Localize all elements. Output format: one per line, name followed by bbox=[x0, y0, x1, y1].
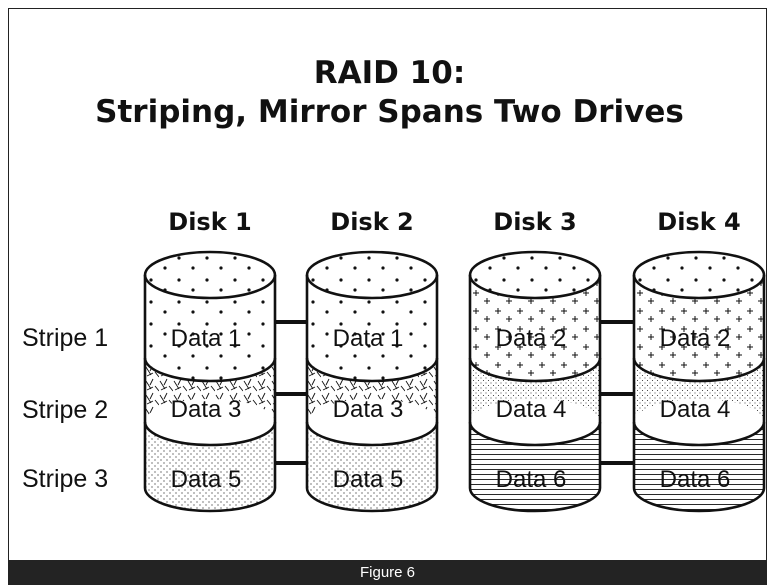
disk-1-segment-2: Data 3 bbox=[170, 396, 242, 423]
figure-caption: Figure 6 bbox=[8, 560, 767, 585]
title-line-1: RAID 10: bbox=[313, 55, 466, 91]
disk-3-segment-2: Data 4 bbox=[495, 396, 567, 423]
stripe-3-label: Stripe 3 bbox=[22, 465, 109, 493]
disk-2-segment-3: Data 5 bbox=[332, 466, 404, 493]
title-line-2: Striping, Mirror Spans Two Drives bbox=[95, 94, 684, 130]
mirror-connectors bbox=[275, 320, 634, 465]
disk-3-segment-3: Data 6 bbox=[495, 466, 567, 493]
stripe-1-label: Stripe 1 bbox=[22, 324, 109, 352]
disk-4-label: Disk 4 bbox=[657, 208, 741, 236]
disk-2-segment-1: Data 1 bbox=[332, 325, 404, 352]
disk-4-segment-2: Data 4 bbox=[659, 396, 731, 423]
disk-1-segment-1: Data 1 bbox=[170, 325, 242, 352]
disk-1-segment-3: Data 5 bbox=[170, 466, 242, 493]
disk-4-segment-1: Data 2 bbox=[659, 325, 731, 352]
disk-2-label: Disk 2 bbox=[330, 208, 414, 236]
disk-2-segment-2: Data 3 bbox=[332, 396, 404, 423]
disk-1-label: Disk 1 bbox=[168, 208, 252, 236]
disk-3-segment-1: Data 2 bbox=[495, 325, 567, 352]
diagram-title: RAID 10: Striping, Mirror Spans Two Driv… bbox=[0, 54, 779, 132]
stripe-2-label: Stripe 2 bbox=[22, 396, 109, 424]
disk-4-segment-3: Data 6 bbox=[659, 466, 731, 493]
disk-3-label: Disk 3 bbox=[493, 208, 577, 236]
